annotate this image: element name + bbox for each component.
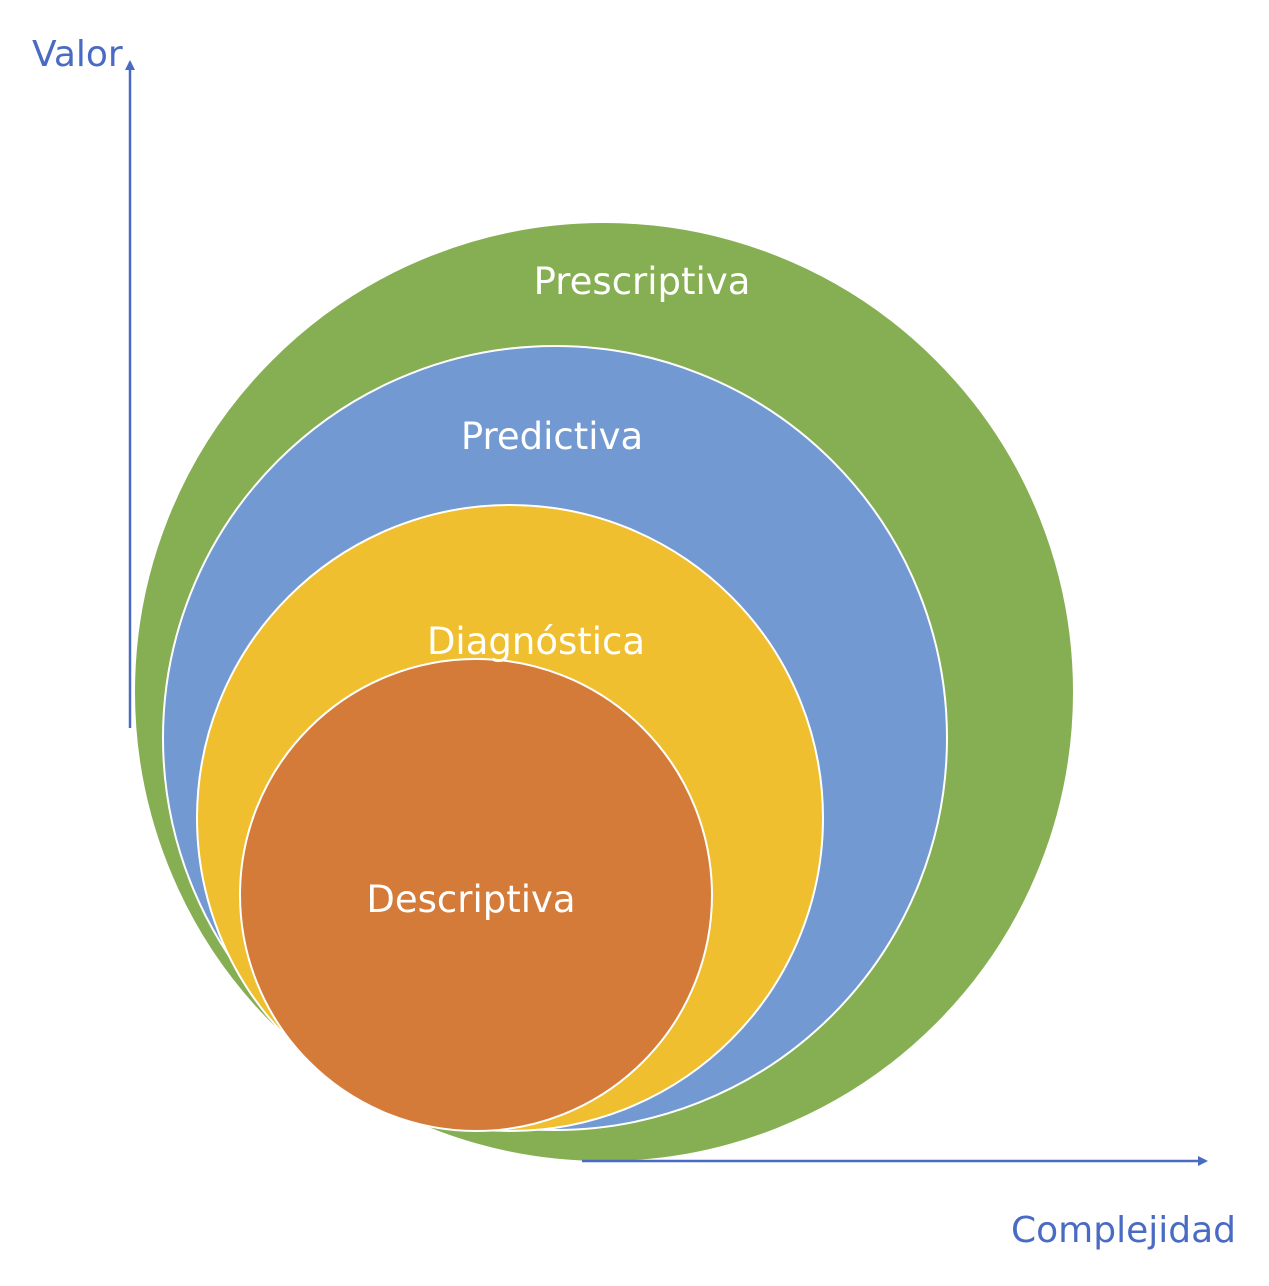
- label-prescriptiva: Prescriptiva: [534, 260, 751, 303]
- label-descriptiva: Descriptiva: [366, 878, 575, 921]
- label-predictiva: Predictiva: [461, 415, 643, 458]
- circle-descriptiva: [239, 658, 713, 1132]
- x-axis-label: Complejidad: [1011, 1210, 1236, 1251]
- y-axis-label: Valor: [32, 34, 123, 75]
- label-diagnostica: Diagnóstica: [427, 620, 645, 663]
